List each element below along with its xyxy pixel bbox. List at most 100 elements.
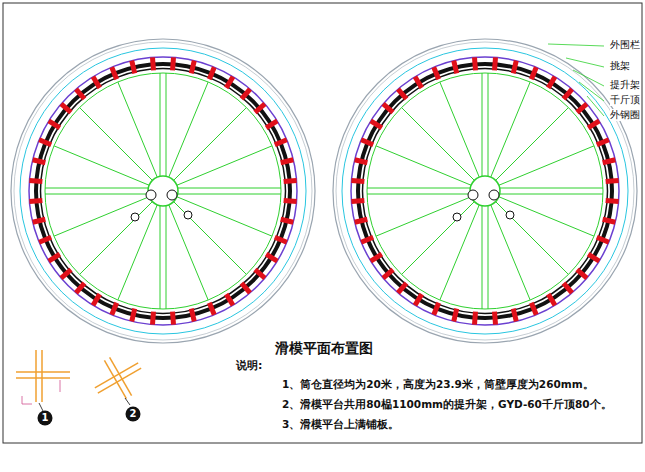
- note-text: 3、滑模平台上满铺板。: [282, 418, 399, 430]
- jack-symbol: [575, 102, 588, 114]
- jack-symbol: [354, 157, 368, 165]
- detail-figure: [85, 346, 150, 409]
- jack-symbol: [472, 311, 478, 324]
- radial-beam: [80, 202, 153, 275]
- radial-beam: [499, 197, 594, 236]
- drawing-frame: [3, 3, 642, 443]
- radial-beam: [118, 82, 157, 177]
- jack-symbol: [280, 157, 294, 165]
- hoist-hole: [468, 190, 478, 200]
- radial-beam: [496, 108, 569, 181]
- note-text: 2、滑模平台共用80榀1100mm的提升架，GYD-60千斤顶80个。: [282, 398, 612, 410]
- jack-symbol: [240, 87, 252, 100]
- jack-symbol: [360, 137, 374, 147]
- jack-symbol: [59, 102, 72, 114]
- leader-line: [566, 58, 604, 67]
- jack-symbol: [283, 198, 296, 204]
- outer-steel-ring: [351, 57, 619, 325]
- radial-beam: [440, 205, 479, 300]
- jack-symbol: [587, 119, 601, 130]
- radial-beam: [177, 146, 272, 185]
- dimension-mark: [22, 380, 60, 404]
- jack-symbol: [369, 119, 383, 130]
- outer-railing: [14, 42, 312, 340]
- jack-symbol: [451, 308, 459, 322]
- note-text: 1、筒仓直径均为20米，高度为23.9米，筒壁厚度为260mm。: [282, 378, 594, 390]
- part-name: 挑架: [610, 60, 630, 72]
- notes-heading: 说明:: [236, 360, 262, 373]
- jack-symbol: [32, 157, 46, 165]
- jack-symbol: [240, 281, 252, 294]
- detail-beam: [95, 363, 138, 388]
- radial-beam: [54, 146, 149, 185]
- jack-symbol: [29, 198, 42, 204]
- radial-beam: [491, 82, 530, 177]
- radial-beam: [491, 205, 530, 300]
- outrigger-ring: [342, 48, 628, 334]
- radial-beam: [54, 197, 149, 236]
- jack-symbol: [529, 66, 539, 80]
- marker-symbol: [131, 213, 139, 221]
- jack-symbol: [354, 217, 368, 225]
- jack-symbol: [351, 198, 364, 204]
- jack-symbol: [587, 252, 601, 263]
- part-name: 外钢圈: [610, 109, 640, 121]
- radial-beam: [499, 146, 594, 185]
- jack-symbol: [265, 252, 279, 263]
- part-name: 外围栏: [610, 39, 640, 51]
- outer-steel-ring: [29, 57, 297, 325]
- jack-symbol: [274, 137, 288, 147]
- leader-line: [587, 96, 604, 116]
- jack-symbol: [546, 293, 557, 307]
- jack-symbol: [381, 268, 394, 280]
- leader-line: [39, 403, 43, 411]
- jack-symbol: [413, 75, 424, 89]
- marker-symbol: [453, 213, 461, 221]
- detail-beam: [110, 357, 132, 395]
- jack-symbol: [150, 57, 156, 70]
- jack-symbol: [207, 302, 217, 316]
- radial-beam: [496, 202, 569, 275]
- jack-symbol: [596, 137, 610, 147]
- radial-beam: [376, 146, 471, 185]
- detail-beam: [16, 371, 70, 373]
- outer-railing: [333, 39, 637, 343]
- callout-number: 1: [42, 412, 49, 424]
- jack-symbol: [351, 178, 364, 184]
- jack-symbol: [109, 66, 119, 80]
- inner-ring: [45, 73, 281, 309]
- slipform-platform: [333, 39, 637, 343]
- jack-symbol: [546, 75, 557, 89]
- jack-symbol: [274, 235, 288, 245]
- callout-number: 2: [130, 408, 137, 420]
- jack-symbol: [381, 102, 394, 114]
- leader-line: [573, 70, 604, 86]
- jack-symbol: [189, 60, 197, 74]
- jack-symbol: [253, 102, 266, 114]
- jack-symbol: [596, 235, 610, 245]
- jack-symbol: [47, 252, 61, 263]
- jack-symbol: [109, 302, 119, 316]
- jack-symbol: [74, 87, 86, 100]
- jack-symbol: [431, 302, 441, 316]
- detail-beam: [98, 368, 141, 393]
- radial-beam: [174, 108, 247, 181]
- leader-line: [548, 44, 604, 46]
- jack-symbol: [431, 66, 441, 80]
- jack-symbol: [602, 157, 616, 165]
- jack-symbol: [451, 60, 459, 74]
- radial-beam: [402, 202, 475, 275]
- jack-symbol: [511, 60, 519, 74]
- radial-beam: [118, 205, 157, 300]
- detail-beam: [41, 350, 43, 402]
- jack-symbol: [280, 217, 294, 225]
- radial-beam: [174, 202, 247, 275]
- hoist-hole: [489, 190, 499, 200]
- jack-symbol: [575, 268, 588, 280]
- wall-ring: [36, 64, 290, 318]
- radial-beam: [376, 197, 471, 236]
- jack-symbol: [74, 281, 86, 294]
- callout-disc: [38, 411, 53, 426]
- jack-symbol: [369, 252, 383, 263]
- jack-symbol: [605, 198, 618, 204]
